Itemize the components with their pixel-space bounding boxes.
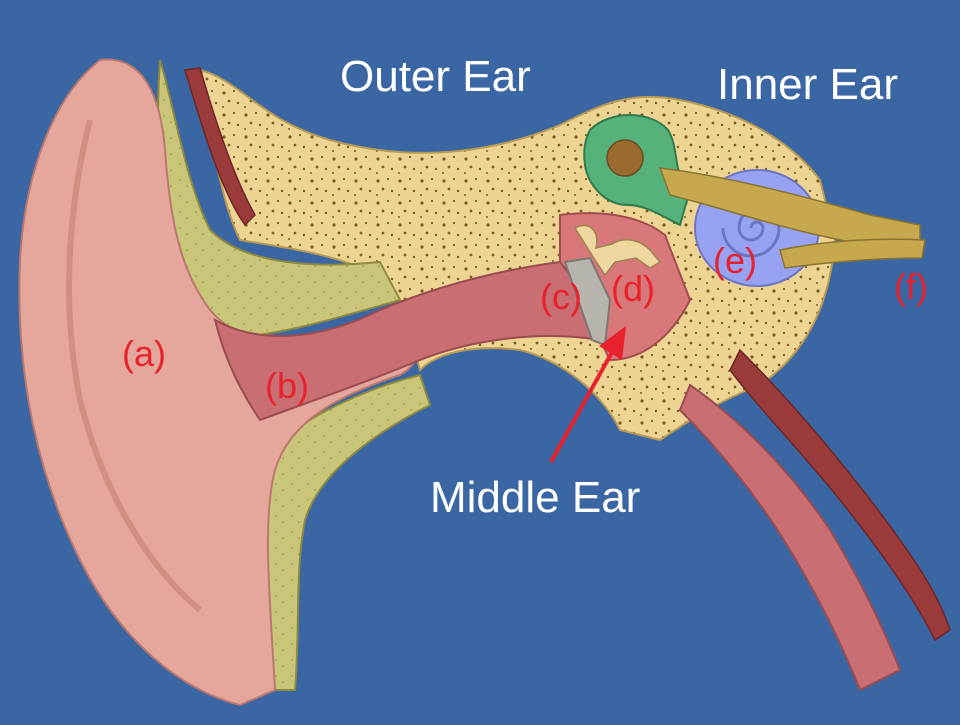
eustachian-tube [678,383,902,692]
label-d: (d) [611,268,655,309]
ear-canal [213,260,602,422]
middle-ear-arrow-head [599,326,626,360]
pinna-inner-fold [66,119,202,613]
label-a: (a) [122,333,166,374]
label-f: (f) [894,266,928,307]
ossicles [573,224,662,277]
label-e: (e) [713,240,757,281]
neck-muscle [729,348,951,642]
muscle-upper [184,67,256,227]
vestibule [606,139,644,177]
middle-ear-arrow-shaft [549,344,618,463]
middle-ear-title: Middle Ear [430,473,641,522]
label-c: (c) [540,276,582,317]
label-b: (b) [265,365,309,406]
eardrum [563,256,612,347]
outer-ear-title: Outer Ear [340,52,531,101]
inner-ear-title: Inner Ear [717,60,898,109]
auditory-nerve-lower [779,238,926,269]
pinna [18,58,422,707]
